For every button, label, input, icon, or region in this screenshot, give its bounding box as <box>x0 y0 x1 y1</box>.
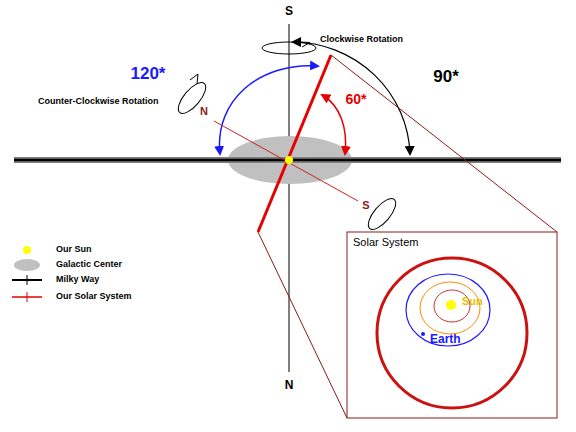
angle-label: 60* <box>345 92 366 107</box>
pole-label: S <box>285 5 293 18</box>
planet-label: Sun <box>462 295 483 307</box>
pole-label: N <box>285 379 294 392</box>
legend-text: Milky Way <box>56 275 99 285</box>
planet-label: Earth <box>430 333 461 346</box>
inset-box: Solar System <box>347 232 557 418</box>
rotation-label: Clockwise Rotation <box>320 35 403 45</box>
legend-text: Our Sun <box>56 245 92 255</box>
rotation-label: Counter-Clockwise Rotation <box>38 97 159 107</box>
legend-text: Our Solar System <box>56 292 132 302</box>
inset-title: Solar System <box>353 236 418 248</box>
angle-label: 120* <box>131 65 166 84</box>
angle-label: 90* <box>433 68 459 87</box>
pole-label: S <box>362 199 369 211</box>
legend-swatch <box>14 259 40 271</box>
legend-text: Galactic Center <box>56 260 122 270</box>
pole-label: N <box>200 105 208 117</box>
legend-swatch <box>23 246 31 254</box>
